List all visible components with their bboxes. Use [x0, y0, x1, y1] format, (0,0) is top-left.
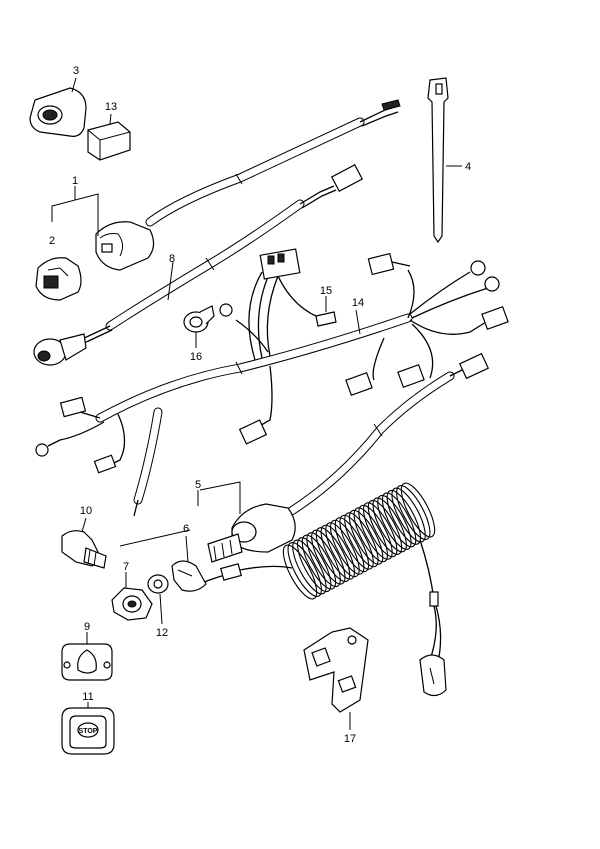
callout-14: 14 — [352, 297, 364, 309]
coil-loop — [320, 524, 355, 580]
part-4-cable-tie — [427, 77, 462, 244]
part-12-washer — [147, 574, 169, 625]
part-9-plate — [61, 632, 113, 681]
part-16-clip — [183, 305, 215, 348]
coil-loop — [386, 489, 421, 545]
part-10-sensor — [61, 517, 107, 569]
callout-15: 15 — [320, 285, 332, 297]
coil-loop — [311, 529, 346, 585]
coil-loop — [306, 532, 341, 588]
coil-loop — [282, 544, 318, 600]
coil-loop — [372, 497, 407, 553]
coil-loop — [353, 507, 388, 563]
part-6-lanyard — [171, 535, 293, 592]
callout-9: 9 — [84, 621, 90, 633]
coil-loop — [358, 504, 393, 560]
callout-11: 11 — [82, 691, 93, 703]
part-14-main-harness — [35, 248, 509, 517]
part-3-grommet — [29, 77, 87, 137]
coil-loop — [400, 482, 436, 538]
coil-loop — [377, 494, 412, 550]
coil-loop — [348, 509, 384, 565]
coil-loop — [287, 542, 322, 597]
callout-12: 12 — [156, 627, 168, 639]
coiled-cord — [282, 482, 436, 600]
callout-3: 3 — [73, 65, 79, 77]
coil-loop — [325, 522, 360, 578]
coil-loop — [334, 517, 370, 573]
coil-loop — [330, 519, 365, 575]
part-11-plate: STOP — [61, 702, 115, 755]
coil-loop — [381, 492, 417, 548]
part-17-bracket — [303, 627, 369, 730]
callout-5: 5 — [195, 479, 201, 491]
callout-16: 16 — [190, 351, 202, 363]
callout-1: 1 — [72, 175, 78, 187]
callout-17: 17 — [344, 733, 356, 745]
callout-6: 6 — [183, 523, 189, 535]
part-2-knob — [35, 257, 82, 301]
callout-8: 8 — [169, 253, 175, 265]
coil-loop — [301, 534, 337, 590]
part-13-cap — [87, 113, 131, 161]
callout-4: 4 — [465, 161, 471, 173]
coil-loop — [391, 487, 426, 543]
part-5-stop-switch — [207, 352, 490, 563]
part-7-nut — [111, 572, 153, 621]
coil-loop — [297, 537, 332, 593]
coil-loop — [363, 502, 398, 558]
lanyard-end — [419, 539, 447, 697]
callout-2: 2 — [49, 235, 55, 247]
plate-stop-text: STOP — [79, 728, 98, 735]
coil-loop — [344, 512, 379, 568]
callout-7: 7 — [123, 561, 129, 573]
callout-13: 13 — [105, 101, 117, 113]
part-1-switch-harness — [95, 99, 401, 271]
coil-loop — [292, 539, 327, 595]
coil-loop — [315, 527, 351, 583]
coil-loop — [339, 514, 374, 570]
callout-10: 10 — [80, 505, 92, 517]
coil-loop — [396, 485, 431, 540]
coil-loop — [367, 499, 403, 555]
part-8-harness — [33, 164, 364, 366]
